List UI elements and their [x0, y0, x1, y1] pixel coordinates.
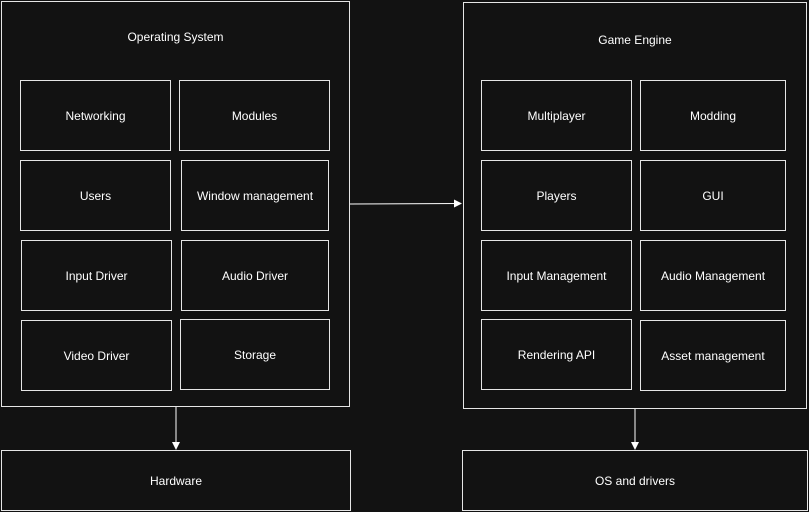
engine-module-rendering-api: Rendering API [481, 319, 632, 390]
engine-module-audio-management: Audio Management [640, 240, 786, 311]
engine-module-gui: GUI [640, 160, 786, 231]
os-module-input-driver: Input Driver [21, 240, 172, 311]
os-module-window-management: Window management [181, 160, 329, 231]
os-module-users: Users [20, 160, 171, 231]
engine-module-players: Players [481, 160, 632, 231]
os-module-video-driver: Video Driver [21, 320, 172, 391]
os-module-networking: Networking [20, 80, 171, 151]
operating-system-title: Operating System [127, 30, 224, 44]
hardware-box: Hardware [1, 450, 351, 511]
os-and-drivers-box: OS and drivers [462, 450, 808, 511]
game-engine-title: Game Engine [598, 33, 672, 47]
engine-module-input-management: Input Management [481, 240, 632, 311]
os-module-modules: Modules [179, 80, 330, 151]
os-module-storage: Storage [180, 319, 330, 390]
operating-system-container: Operating System [1, 1, 350, 407]
arrow-os-to-engine [349, 199, 462, 208]
game-engine-container: Game Engine [463, 2, 807, 409]
os-module-audio-driver: Audio Driver [181, 240, 329, 311]
engine-module-modding: Modding [640, 80, 786, 151]
engine-module-multiplayer: Multiplayer [481, 80, 632, 151]
engine-module-asset-management: Asset management [640, 320, 786, 391]
